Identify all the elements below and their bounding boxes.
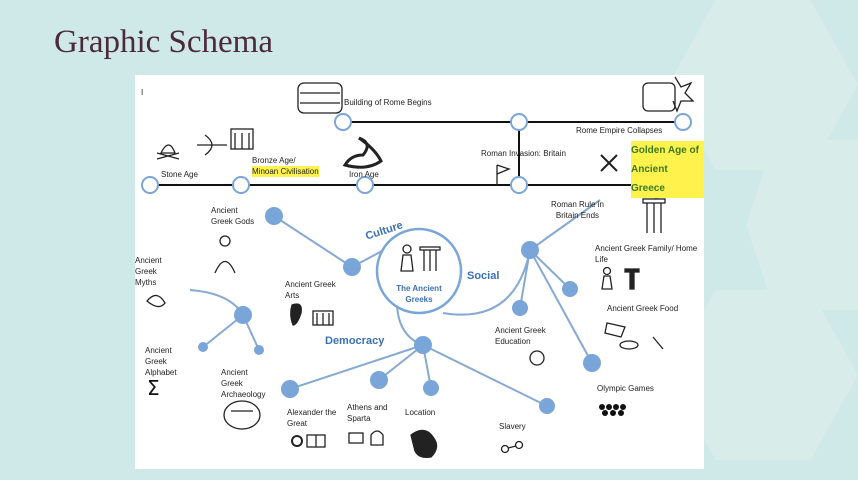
node-top-mid	[510, 113, 528, 131]
pillar-icon	[419, 246, 441, 271]
alexander-icon	[291, 434, 326, 448]
greek-man-icon	[400, 244, 414, 272]
node-archaeology	[254, 345, 264, 355]
node-location	[423, 380, 439, 396]
node-rome-begins	[334, 113, 352, 131]
node-roman-invasion	[510, 176, 528, 194]
branch-social: Social	[467, 270, 500, 282]
arts-temple-icon	[312, 310, 334, 326]
label-olympic: Olympic Games	[597, 384, 654, 393]
colosseum-icon	[297, 82, 343, 114]
column-icon	[642, 198, 666, 233]
node-alexander	[281, 380, 299, 398]
topic-nodes	[198, 207, 601, 414]
label-rome-collapses: Rome Empire Collapses	[576, 126, 663, 135]
shackles-icon	[500, 440, 524, 454]
node-social	[521, 241, 539, 259]
label-iron-age: Iron Age	[349, 170, 379, 179]
schema-panel: Σ I Building of Rome Begins Rome Empire …	[135, 75, 704, 469]
node-alphabet	[198, 342, 208, 352]
flag-icon	[496, 164, 511, 185]
athens-sparta-icon	[348, 430, 384, 446]
temple-icon	[230, 128, 254, 150]
schema-diagram: Σ	[141, 76, 695, 459]
branch-democracy: Democracy	[325, 335, 385, 347]
bow-arrow-icon	[197, 134, 227, 156]
gods-icon	[214, 235, 236, 274]
timeline-nodes	[141, 113, 692, 194]
node-education	[512, 300, 528, 316]
label-food: Ancient Greek Food	[607, 304, 679, 313]
slide-title: Graphic Schema	[54, 24, 273, 60]
node-gods	[265, 207, 283, 225]
label-location: Location	[405, 408, 436, 417]
node-culture	[343, 258, 361, 276]
node-rome-collapses	[674, 113, 692, 131]
node-stone-age	[141, 176, 159, 194]
node-olympic	[583, 354, 601, 372]
label-rome-begins: Building of Rome Begins	[344, 98, 432, 107]
marker-label: I	[141, 88, 144, 97]
sigma-icon: Σ	[147, 376, 160, 400]
colosseum-explosion-icon	[642, 76, 695, 113]
background-hexagon-middle	[746, 140, 858, 310]
label-minoan: Minoan Civilisation	[252, 166, 319, 177]
parthenon-icon	[223, 400, 261, 430]
label-bronze-age: Bronze Age/	[252, 156, 296, 165]
label-stone-age: Stone Age	[161, 170, 198, 179]
campfire-icon	[156, 144, 180, 160]
olympic-rings-icon	[599, 404, 626, 416]
cross-icon	[600, 154, 618, 172]
myths-creature-icon	[146, 294, 166, 308]
vase-icon	[290, 303, 302, 326]
label-slavery: Slavery	[499, 422, 526, 431]
node-democracy	[414, 336, 432, 354]
greece-map-icon	[410, 429, 438, 459]
node-bronze-age	[232, 176, 250, 194]
node-family	[562, 281, 578, 297]
node-athens	[370, 371, 388, 389]
family-icon	[601, 266, 640, 290]
label-roman-invasion: Roman Invasion: Britain	[481, 149, 566, 158]
philosopher-icon	[529, 350, 545, 366]
node-iron-age	[356, 176, 374, 194]
triquetra-icon	[342, 136, 383, 169]
node-myths	[234, 306, 252, 324]
branch-lines	[189, 199, 601, 407]
node-slavery	[539, 398, 555, 414]
food-icon	[604, 322, 664, 350]
